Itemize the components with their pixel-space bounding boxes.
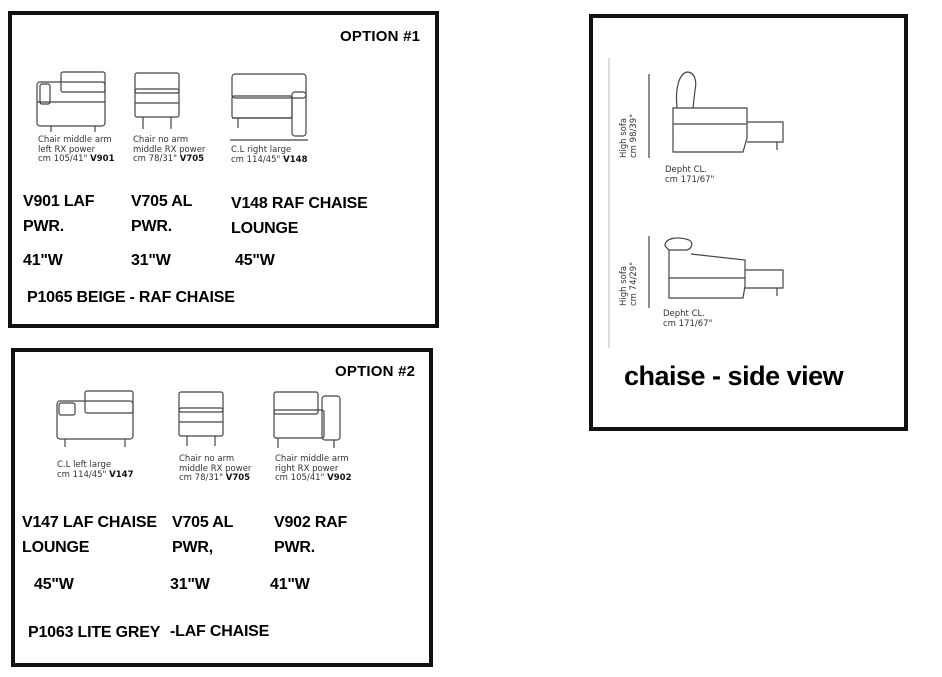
height-label: High sofa cm 74/29"	[619, 261, 639, 306]
chaise-side-view-high-icon	[647, 68, 787, 158]
chaise-side-view-low-icon	[647, 234, 787, 310]
piece-name: V705 AL PWR,	[172, 514, 234, 556]
piece-caption: Chair no arm middle RX power cm 78/31" V…	[133, 135, 206, 164]
piece-width: 41"W	[23, 252, 63, 269]
color-note: P1065 BEIGE - RAF CHAISE	[27, 289, 235, 306]
depth-label: Depht CL. cm 171/67"	[665, 165, 715, 185]
option-1-title: OPTION #1	[340, 28, 421, 45]
chair-no-arm-icon	[133, 71, 181, 133]
piece-caption: C.L right large cm 114/45" V148	[231, 145, 308, 165]
side-view-label: chaise - side view	[624, 361, 844, 391]
piece-caption: C.L left large cm 114/45" V147	[57, 460, 134, 480]
side-view-panel: High sofa cm 98/39" Depht CL. cm 171/67"…	[589, 14, 908, 431]
piece-caption: Chair middle arm right RX power cm 105/4…	[275, 454, 352, 483]
piece-width: 45"W	[235, 252, 275, 269]
piece-name: V705 AL PWR.	[131, 193, 193, 235]
piece-name: V901 LAF PWR.	[23, 193, 95, 235]
height-label: High sofa cm 98/39"	[619, 113, 639, 158]
piece-caption: Chair middle arm left RX power cm 105/41…	[38, 135, 115, 164]
chair-middle-arm-left-icon	[35, 70, 107, 132]
piece-width: 41"W	[270, 576, 310, 593]
option-2-panel: OPTION #2 C.L left large cm 114/45" V147…	[11, 348, 433, 667]
piece-name: V147 LAF CHAISE LOUNGE	[22, 514, 157, 556]
color-note: P1063 LITE GREY	[28, 624, 161, 641]
depth-label: Depht CL. cm 171/67"	[663, 309, 713, 329]
chaise-left-icon	[55, 389, 135, 451]
piece-name: V148 RAF CHAISE LOUNGE	[231, 195, 368, 237]
color-note: -LAF CHAISE	[170, 623, 270, 640]
chaise-right-icon	[230, 72, 308, 142]
option-1-panel: OPTION #1 Chair middle arm left RX power…	[8, 11, 439, 328]
chair-no-arm-icon	[177, 390, 225, 448]
piece-caption: Chair no arm middle RX power cm 78/31" V…	[179, 454, 252, 483]
chair-middle-arm-right-icon	[272, 390, 344, 452]
guide-line	[608, 58, 610, 348]
piece-width: 45"W	[34, 576, 74, 593]
option-2-title: OPTION #2	[335, 363, 416, 380]
piece-width: 31"W	[170, 576, 210, 593]
piece-name: V902 RAF PWR.	[274, 514, 348, 556]
piece-width: 31"W	[131, 252, 171, 269]
